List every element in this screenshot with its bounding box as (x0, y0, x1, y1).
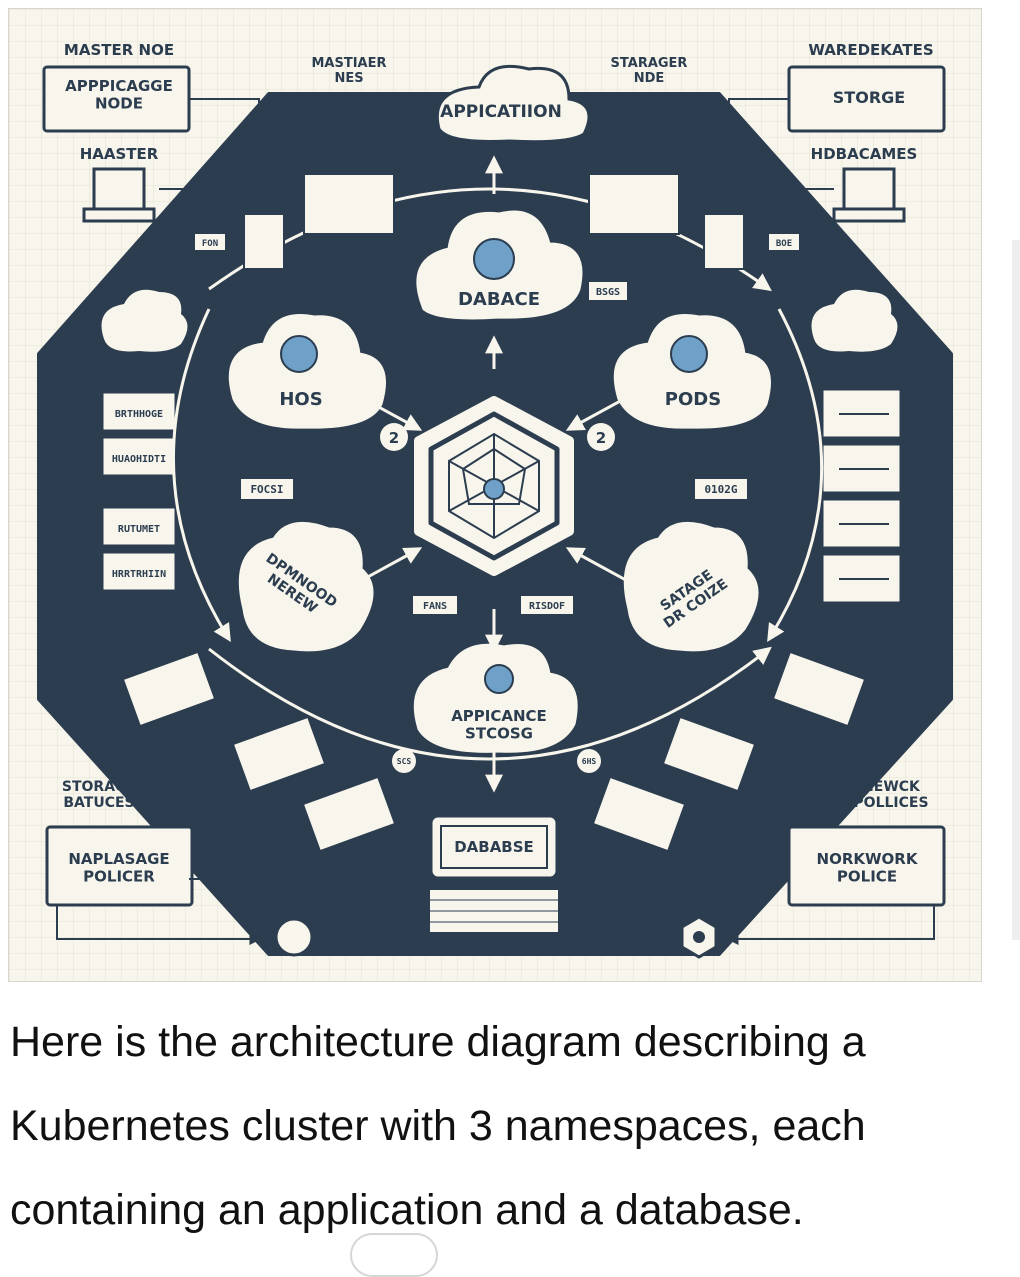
tag-label: 0102G (704, 483, 737, 496)
hdbacames-label: HDBACAMES (811, 145, 918, 163)
small-cloud-right (811, 289, 898, 352)
waredekates-title: WAREDEKATES (808, 41, 933, 59)
bottom-badges (274, 915, 718, 959)
master-node-title: MASTER NOE (64, 41, 174, 59)
tag-label: SEE (629, 139, 645, 149)
assistant-caption: Here is the architecture diagram describ… (10, 1000, 1010, 1252)
hos-label: HOS (279, 389, 322, 410)
architecture-diagram-image: APPICATIION DABACE HOS PODS DPMNOODNEREW (8, 8, 982, 982)
tag-label: SCS (397, 757, 412, 766)
left-stack-label: HUAOHIDTI (112, 454, 166, 465)
tag-label: 2 (596, 429, 606, 447)
corner-boxes (42, 65, 946, 907)
left-stack-label: RUTUMET (118, 524, 160, 535)
storge-label: STORGE (833, 88, 905, 107)
caption-line-2: Kubernetes cluster with 3 namespaces, ea… (10, 1102, 866, 1150)
database-cloud: DABACE (416, 210, 583, 320)
pods-cloud: PODS (613, 314, 771, 429)
small-cloud-left (101, 289, 188, 352)
tag-label: FON (202, 239, 218, 249)
tag-label: BOE (776, 239, 792, 249)
tag-label: 2 (389, 429, 399, 447)
application-cloud: APPICATIION (436, 64, 591, 144)
dynamic-cloud-left: DPMNOODNEREW (238, 521, 374, 652)
tag-label: 8811 (449, 161, 473, 172)
laptop-icons (82, 167, 906, 223)
caption-line-3: containing an application and a database… (10, 1186, 804, 1234)
central-hub-icon (414, 396, 574, 576)
left-stack-label: HRRTRHIIN (112, 569, 166, 580)
tag-label: 10E1 (524, 161, 548, 172)
tag-label: RISDOF (529, 601, 565, 612)
database-monitor-icon: DABABSE (428, 817, 560, 934)
application-label: APPICATIION (440, 102, 562, 122)
scroll-down-button[interactable] (350, 1233, 438, 1277)
left-stack-label: BRTHHOGE (115, 409, 163, 420)
tag-label: BSGS (596, 287, 620, 298)
hos-cloud: HOS (228, 314, 386, 429)
diagram-svg: APPICATIION DABACE HOS PODS DPMNOODNEREW (9, 9, 981, 981)
tag-label: FOCSI (250, 483, 283, 496)
scrollbar-track[interactable] (1012, 240, 1020, 940)
dabace-label: DABACE (458, 289, 540, 310)
tiny-tags: FON BOE SID SEE 8811 10E1 BSGS FOCSI 010… (195, 139, 799, 773)
pods-label: PODS (665, 389, 721, 410)
caption-line-1: Here is the architecture diagram describ… (10, 1018, 866, 1066)
left-stack-items: BRTHHOGE HUAOHIDTI RUTUMET HRRTRHIIN (103, 393, 175, 590)
tag-label: FANS (423, 601, 447, 612)
storage-cloud-right: SATAGEDR COIZE (623, 521, 759, 652)
dababse-label: DABABSE (454, 838, 534, 856)
outer-connectors (56, 98, 935, 945)
server-boxes (121, 173, 867, 853)
tag-label: 6HS (582, 757, 597, 766)
tag-label: SID (362, 139, 379, 149)
haaster-label: HAASTER (80, 145, 159, 163)
